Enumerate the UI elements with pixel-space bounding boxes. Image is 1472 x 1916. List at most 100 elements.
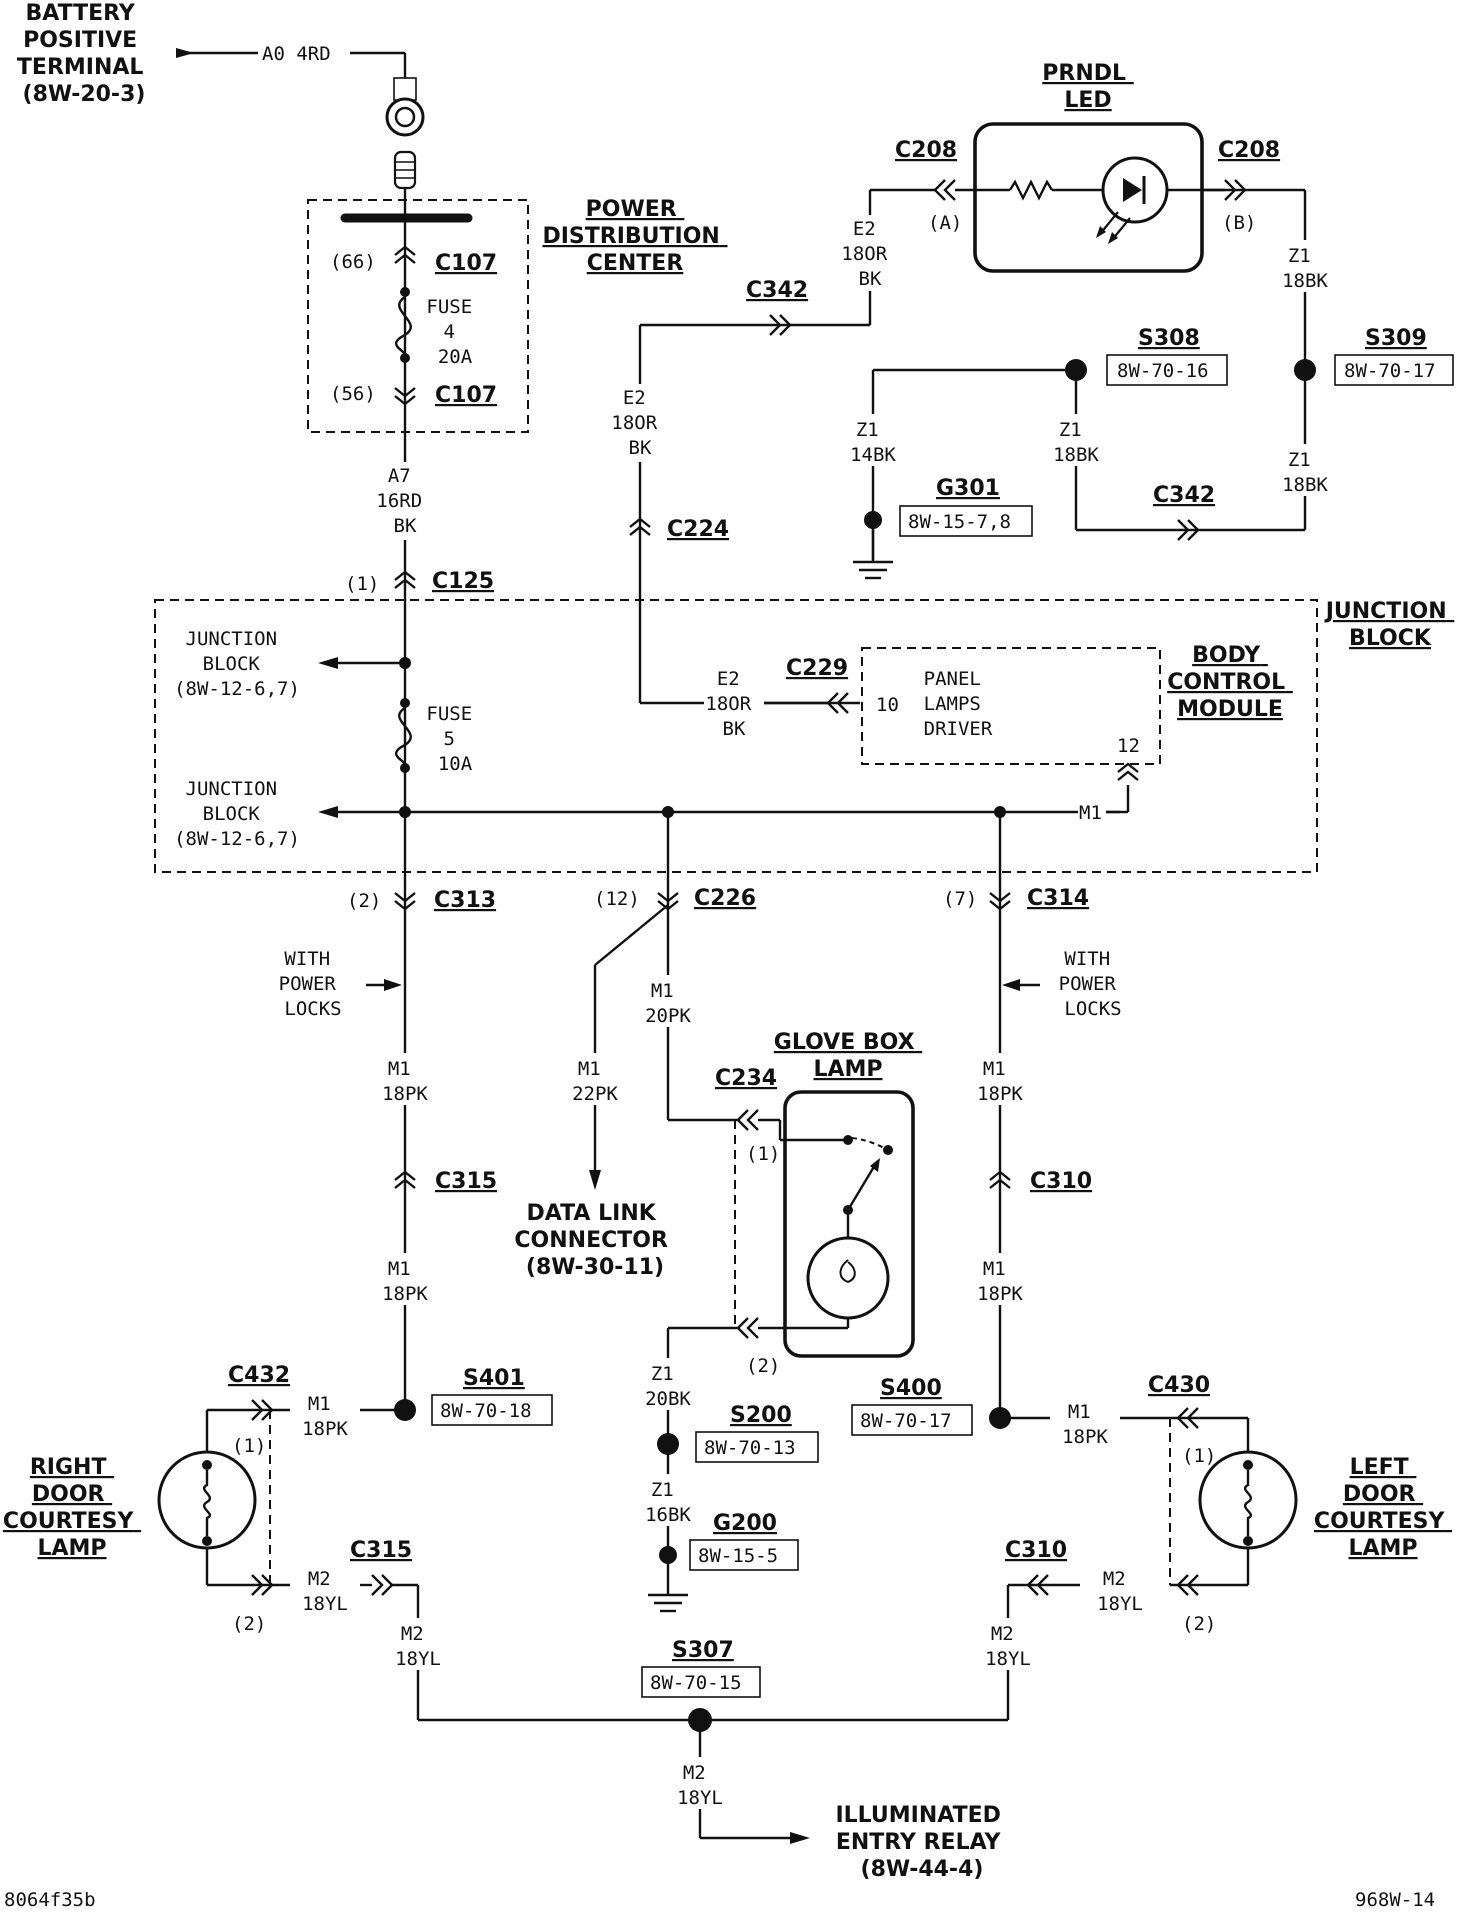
- fuse-4-label: FUSE 4 20A: [426, 296, 483, 368]
- prndl-e2-wire-label: E2 18OR BK: [841, 218, 898, 290]
- z1-18bk-wire-label-a: Z1 18BK: [1053, 419, 1099, 466]
- g200-ref: 8W-15-5: [698, 1545, 778, 1567]
- c310-bottom-connector-icon: [1026, 1574, 1049, 1596]
- m1-18pk-wire-label-b: M1 18PK: [382, 1258, 428, 1305]
- prndl-z1-wire-label: Z1 18BK: [1282, 245, 1328, 292]
- c342-right-label: C342: [1153, 483, 1215, 508]
- junction-dot: [662, 806, 674, 818]
- g301-wire-label: Z1 14BK: [850, 419, 896, 466]
- c342-top-label: C342: [746, 278, 808, 303]
- s307-wire-label: M2 18YL: [677, 1762, 723, 1809]
- c208-pin-b: (B): [1222, 212, 1256, 234]
- c314-label: C314: [1027, 886, 1089, 911]
- s401-ref: 8W-70-18: [440, 1400, 532, 1422]
- c432-label: C432: [228, 1363, 290, 1388]
- footer-right-code: 968W-14: [1355, 1889, 1435, 1911]
- c310-top-connector-icon: [989, 1170, 1011, 1189]
- c107-bottom-label: C107: [435, 383, 497, 408]
- bcm-pin-10: 10: [876, 694, 899, 716]
- c125-connector-icon: [394, 570, 416, 589]
- right-door-courtesy-lamp-title: RIGHT DOOR COURTESY LAMP: [3, 1455, 141, 1561]
- glove-box-lamp-title: GLOVE BOX LAMP: [774, 1030, 922, 1082]
- c234-pin2: (2): [746, 1355, 780, 1377]
- left-door-courtesy-lamp-title: LEFT DOOR COURTESY LAMP: [1314, 1455, 1452, 1561]
- s200-ref: 8W-70-13: [704, 1437, 796, 1459]
- c430-label: C430: [1148, 1373, 1210, 1398]
- c430-pin2: (2): [1182, 1613, 1216, 1635]
- right-door-courtesy-lamp-icon: [157, 1450, 257, 1550]
- c315-bottom-connector-icon: [371, 1574, 394, 1596]
- c315-top-label: C315: [435, 1169, 497, 1194]
- c432-pin2: (2): [232, 1613, 266, 1635]
- s307-splice-dot: [688, 1708, 712, 1732]
- c234-label: C234: [715, 1066, 777, 1091]
- c432-pin1-connector-icon: [251, 1399, 274, 1421]
- fuse-4-icon: [395, 287, 412, 363]
- s308-splice-dot: [1065, 359, 1087, 381]
- c234-pin1: (1): [746, 1143, 780, 1165]
- fuse-5-icon: [395, 698, 412, 773]
- right-door-m2-wire-label: M2 18YL: [302, 1568, 348, 1615]
- g200-ground-icon: [648, 1555, 688, 1613]
- g301-ground-icon: [853, 520, 893, 580]
- s401-wire-label: M1 18PK: [302, 1393, 348, 1440]
- s200-label: S200: [730, 1403, 792, 1428]
- bcm-panel-lamps-driver: PANEL LAMPS DRIVER: [924, 668, 993, 740]
- c313-connector-icon: [394, 892, 416, 911]
- c224-label: C224: [667, 517, 729, 542]
- bcm-e2-wire-label: E2 18OR BK: [705, 668, 762, 740]
- s401-splice-dot: [394, 1399, 416, 1421]
- c208-b-connector-icon: [1224, 179, 1247, 201]
- a7-wire-label: A7 16RD BK: [376, 465, 433, 537]
- illuminated-entry-relay-title: ILLUMINATED ENTRY RELAY (8W-44-4): [835, 1803, 1008, 1882]
- junction-block-title: JUNCTION BLOCK: [1324, 599, 1455, 651]
- m1-22pk-wire-label: M1 22PK: [572, 1058, 618, 1105]
- s200-wire-bottom-label: Z1 16BK: [645, 1479, 691, 1526]
- c107-top-connector-icon: [394, 245, 416, 264]
- with-power-locks-left: WITH POWER LOCKS: [279, 948, 348, 1020]
- c107-top-pin: (66): [330, 251, 376, 273]
- s307-ref: 8W-70-15: [650, 1672, 742, 1694]
- m1-18pk-wire-label-d: M1 18PK: [977, 1258, 1023, 1305]
- c226-label: C226: [694, 886, 756, 911]
- c229-label: C229: [786, 656, 848, 681]
- c208-a-connector-icon: [933, 179, 956, 201]
- s400-wire-label: M1 18PK: [1062, 1401, 1108, 1448]
- bcm-pin-12: 12: [1117, 735, 1140, 757]
- pdc-dashed-box: [307, 199, 529, 433]
- bcm-title: BODY CONTROL MODULE: [1167, 643, 1293, 722]
- c314-connector-icon: [989, 892, 1011, 911]
- s309-label: S309: [1365, 326, 1427, 351]
- c432-pin1: (1): [232, 1435, 266, 1457]
- c314-pin: (7): [943, 888, 977, 910]
- c313-label: C313: [434, 888, 496, 913]
- bcm-m1-label: M1: [1079, 802, 1102, 824]
- prndl-led-icon: [955, 122, 1225, 273]
- c430-pin1: (1): [1182, 1445, 1216, 1467]
- c234-pin2-connector-icon: [736, 1317, 759, 1339]
- m1-18pk-wire-label-c: M1 18PK: [977, 1058, 1023, 1105]
- c125-pin: (1): [345, 573, 379, 595]
- left-door-m2-wire-label: M2 18YL: [1097, 1568, 1143, 1615]
- c208-right-label: C208: [1218, 138, 1280, 163]
- glove-box-lamp-icon: [758, 1090, 915, 1358]
- c208-left-label: C208: [895, 138, 957, 163]
- junction-block-ref-1: JUNCTION BLOCK (8W-12-6,7): [174, 628, 300, 700]
- c224-connector-icon: [629, 517, 651, 536]
- c315-top-connector-icon: [394, 1170, 416, 1189]
- s309-splice-dot: [1294, 359, 1316, 381]
- junction-dot: [399, 657, 411, 669]
- c313-pin: (2): [347, 890, 381, 912]
- c125-label: C125: [432, 569, 494, 594]
- s400-splice-dot: [989, 1407, 1011, 1429]
- c107-bottom-pin: (56): [330, 383, 376, 405]
- e2-mid-wire-label: E2 18OR BK: [611, 387, 668, 459]
- g200-label: G200: [713, 1511, 777, 1536]
- s308-label: S308: [1138, 326, 1200, 351]
- c107-top-label: C107: [435, 251, 497, 276]
- c107-bottom-connector-icon: [394, 387, 416, 406]
- m1-20pk-wire-label: M1 20PK: [645, 980, 691, 1027]
- pdc-title: POWER DISTRIBUTION CENTER: [542, 197, 727, 276]
- c208-pin-a: (A): [928, 212, 962, 234]
- c226-connector-icon: [657, 892, 679, 911]
